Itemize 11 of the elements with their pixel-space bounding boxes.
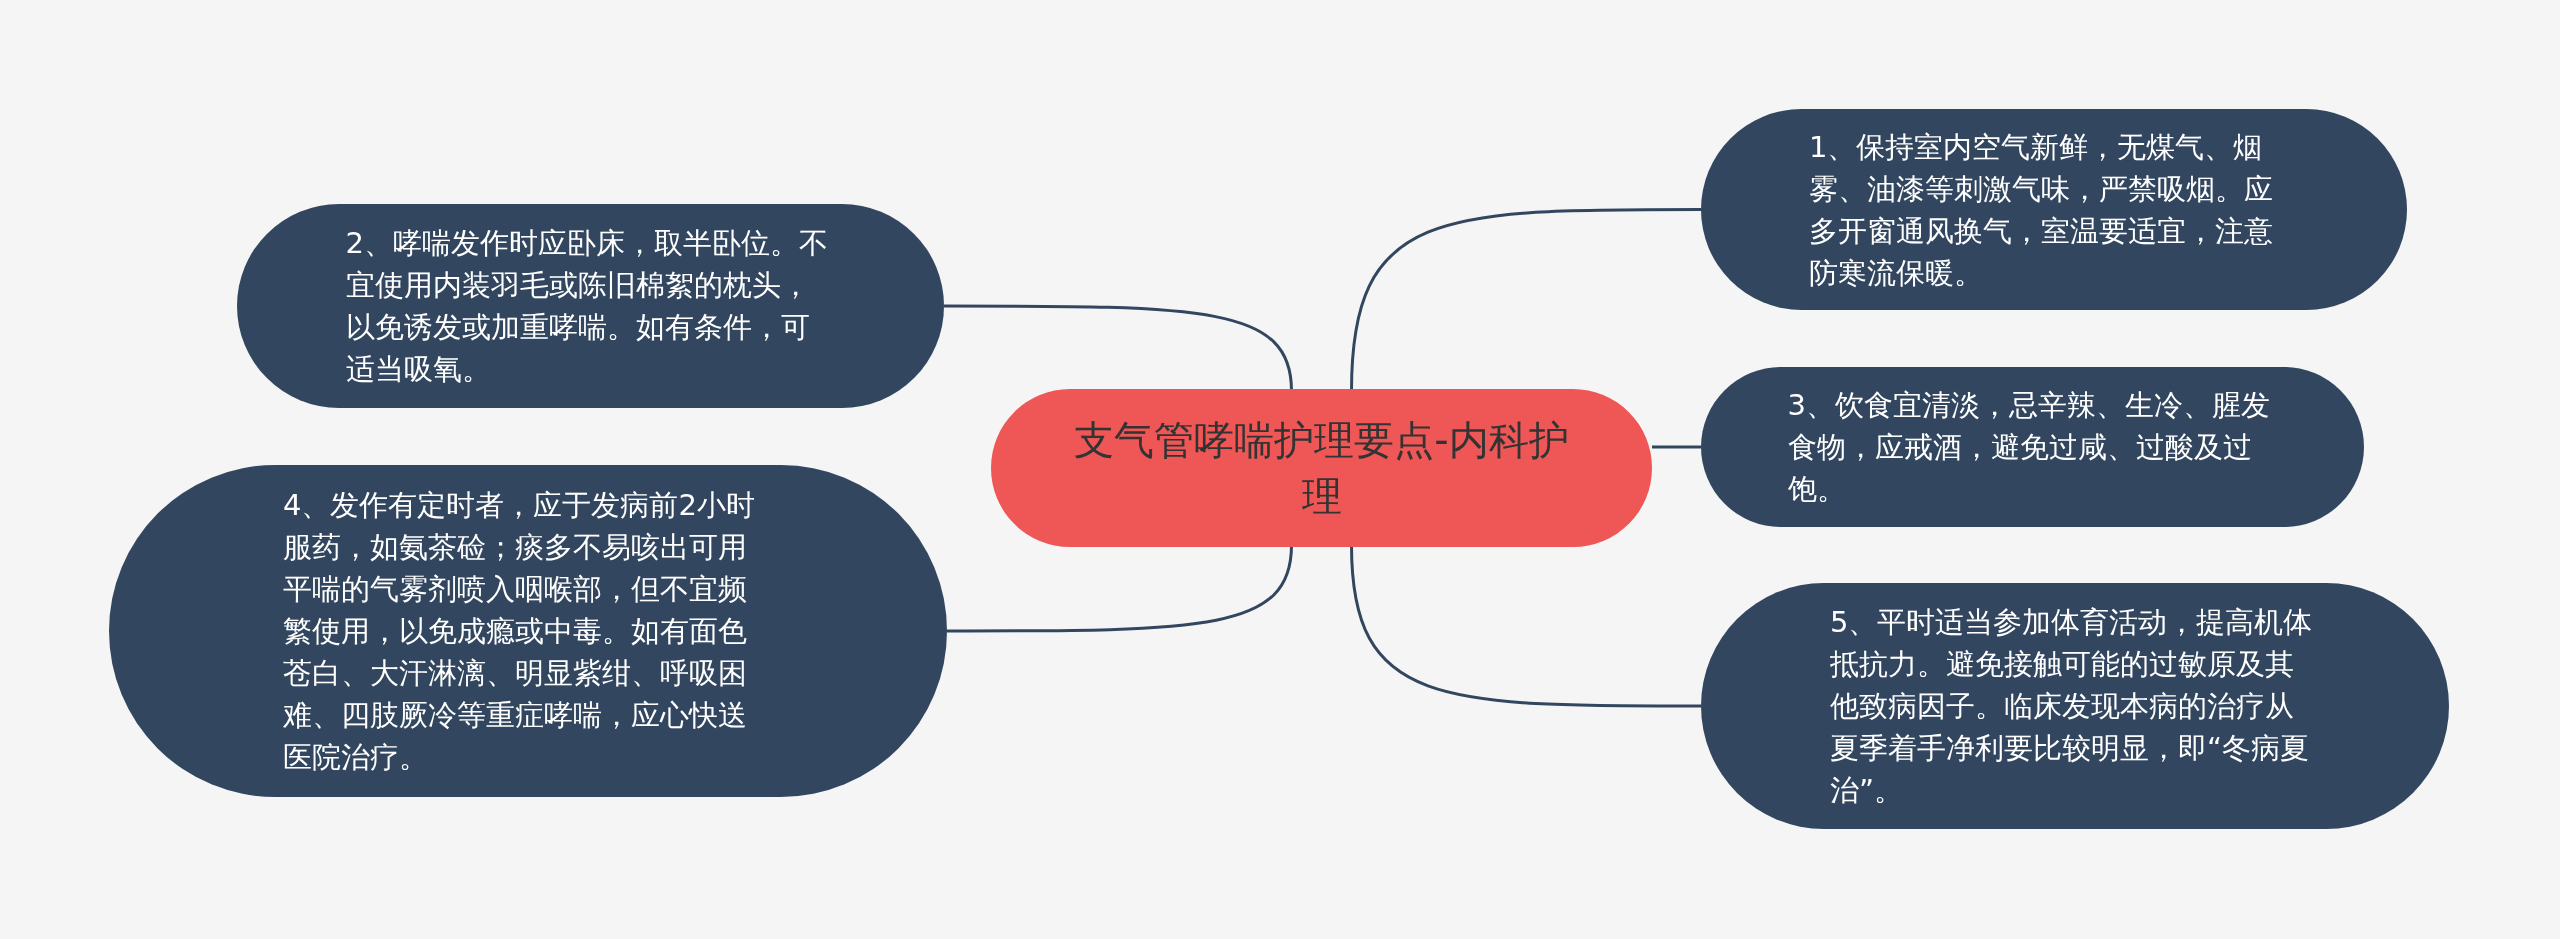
topic-text: 3、饮食宜清淡，忌辛辣、生冷、腥发食物，应戒酒，避免过咸、过酸及过饱。 [1787,387,2271,508]
connector-line [1350,544,1701,708]
connector-line [1652,445,1701,449]
connector-line [1350,208,1701,392]
topic-text: 5、平时适当参加体育活动，提高机体抵抗力。避免接触可能的过敏原及其他致病因子。临床发现本病的治疗从夏季着手净利要比较明显，即“冬病夏治”。 [1830,604,2314,809]
connector-line [944,304,1293,392]
topic-text: 4、发作有定时者，应于发病前2小时服药，如氨茶硷；痰多不易咳出可用平喘的气雾剂喷入咽喉部，但不宜频繁使用，以免成瘾或中毒。如有面色苍白、大汗淋漓、明显紫绀、呼吸困难、四肢厥冷等重症哮喘，应心快送医院治疗。 [283,487,756,776]
topic-text: 1、保持室内空气新鲜，无煤气、烟雾、油漆等刺激气味，严禁吸烟。应多开窗通风换气，室温要适宜，注意防寒流保暖。 [1809,128,2274,292]
central-topic-text: 支气管哮喘护理要点-内科护理 [1073,416,1570,521]
topic-text: 2、哮喘发作时应卧床，取半卧位。不宜使用内装羽毛或陈旧棉絮的枕头，以免诱发或加重哮喘。如有条件，可适当吸氧。 [345,225,829,388]
connector-line [947,544,1293,633]
